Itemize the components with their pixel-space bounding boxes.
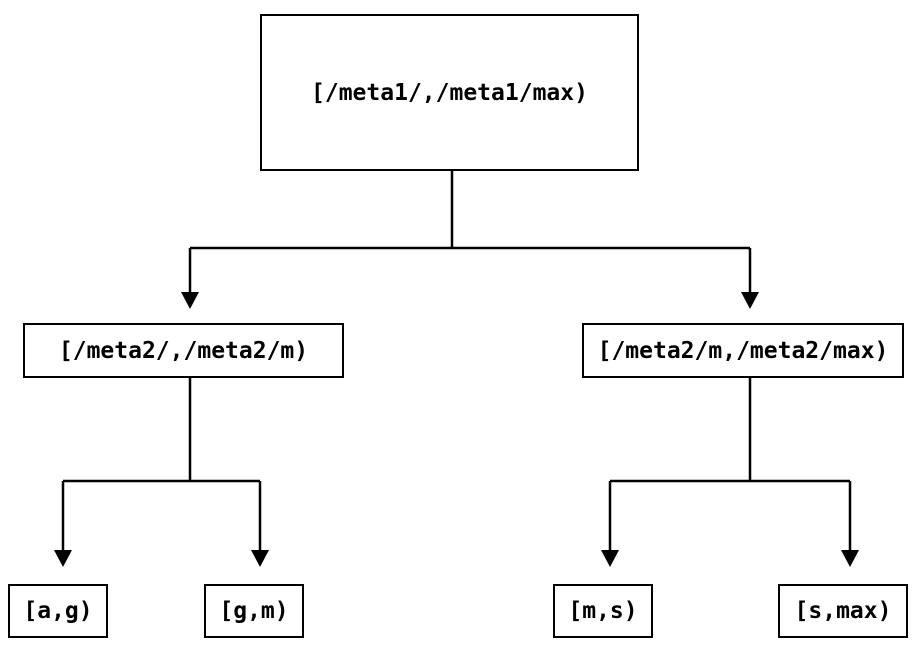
tree-node-leaf-g-m-label: [g,m)	[219, 598, 289, 624]
tree-node-root: [/meta1/,/meta1/max)	[260, 14, 639, 171]
tree-node-meta2-left: [/meta2/,/meta2/m)	[23, 323, 344, 378]
tree-node-leaf-m-s: [m,s)	[553, 584, 653, 638]
arrowhead-down-icon	[601, 550, 619, 567]
arrowhead-down-icon	[181, 292, 199, 309]
tree-node-leaf-s-max: [s,max)	[778, 584, 908, 638]
edge-meta2-right-to-children	[601, 377, 859, 567]
tree-node-leaf-s-max-label: [s,max)	[794, 598, 892, 624]
arrowhead-down-icon	[841, 550, 859, 567]
arrowhead-down-icon	[251, 550, 269, 567]
edge-root-to-children	[181, 170, 759, 309]
arrowhead-down-icon	[54, 550, 72, 567]
tree-node-meta2-right-label: [/meta2/m,/meta2/max)	[597, 337, 889, 364]
arrowhead-down-icon	[741, 292, 759, 309]
tree-node-leaf-g-m: [g,m)	[204, 584, 304, 638]
tree-node-leaf-a-g: [a,g)	[8, 584, 108, 638]
edge-meta2-left-to-children	[54, 377, 269, 567]
tree-node-leaf-m-s-label: [m,s)	[568, 598, 638, 624]
tree-node-root-label: [/meta1/,/meta1/max)	[311, 79, 588, 106]
tree-node-meta2-left-label: [/meta2/,/meta2/m)	[58, 337, 309, 364]
tree-node-meta2-right: [/meta2/m,/meta2/max)	[582, 323, 904, 378]
tree-node-leaf-a-g-label: [a,g)	[23, 598, 93, 624]
